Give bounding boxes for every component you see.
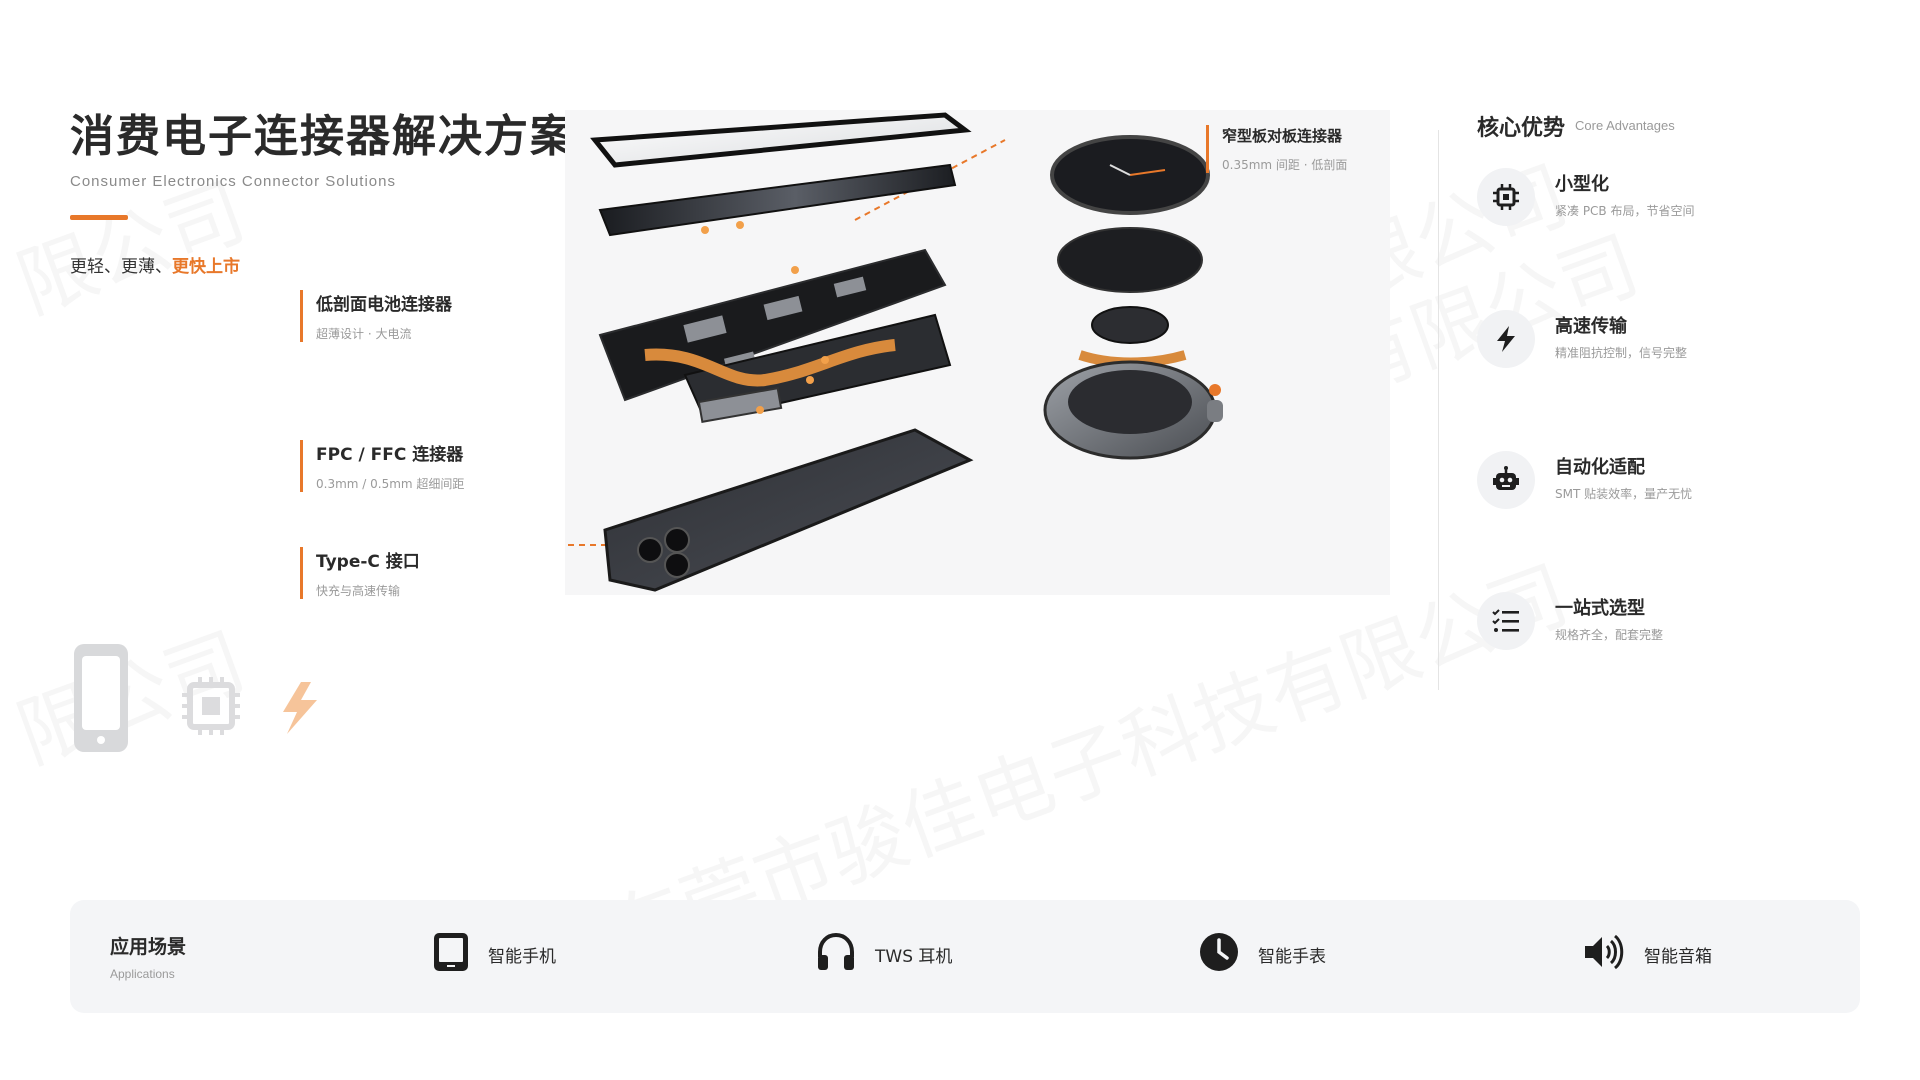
watch-pcb: [1057, 227, 1203, 293]
application-label: 智能手表: [1258, 946, 1326, 967]
page-subtitle: Consumer Electronics Connector Solutions: [70, 173, 396, 190]
robot-icon: [1477, 451, 1535, 509]
exploded-view-graphic: [424, 112, 1223, 592]
phone-outline-icon: [74, 644, 128, 752]
typec-module: [697, 387, 783, 423]
callout-title: 低剖面电池连接器: [316, 295, 452, 315]
tagline: 更轻、更薄、更快上市: [70, 252, 240, 277]
phone-glass: [590, 112, 972, 168]
advantage-item-one-stop: 一站式选型 规格齐全，配套完整: [1477, 592, 1877, 656]
advantage-title: 一站式选型: [1555, 598, 1645, 619]
speaker-icon: [1582, 931, 1626, 978]
application-smart-speaker: 智能音箱: [1582, 932, 1712, 976]
phone-back: [603, 428, 974, 592]
advantages-title: 核心优势: [1477, 116, 1566, 141]
advantage-item-automation: 自动化适配 SMT 贴装效率，量产无忧: [1477, 451, 1877, 515]
camera-module: [637, 527, 690, 578]
callout-subtitle: 0.3mm / 0.5mm 超细间距: [316, 477, 465, 491]
applications-title: 应用场景: [110, 936, 187, 958]
advantage-subtitle: 精准阻抗控制，信号完整: [1555, 346, 1688, 360]
watch-battery: [1091, 306, 1169, 344]
tablet-icon: [432, 931, 470, 978]
callout-subtitle: 0.35mm 间距 · 低剖面: [1222, 158, 1348, 172]
column-divider: [1438, 130, 1439, 690]
application-smartwatch: 智能手表: [1198, 932, 1326, 976]
applications-title-en: Applications: [110, 967, 175, 981]
checklist-icon: [1477, 592, 1535, 650]
decorative-icon-row: [72, 642, 332, 762]
callout-typec: Type-C 接口 快充与高速传输: [300, 547, 420, 599]
tagline-prefix: 更轻、更薄、: [70, 257, 172, 277]
callout-title: Type-C 接口: [316, 552, 420, 572]
advantages-title-en: Core Advantages: [1575, 118, 1675, 133]
advantage-title: 自动化适配: [1555, 457, 1645, 478]
advantage-subtitle: 规格齐全，配套完整: [1555, 628, 1664, 642]
phone-screen: [598, 163, 957, 237]
headphones-icon: [815, 931, 857, 978]
tagline-highlight: 更快上市: [172, 257, 240, 277]
callout-title: 窄型板对板连接器: [1222, 127, 1343, 145]
advantage-title: 小型化: [1555, 174, 1609, 195]
advantage-title: 高速传输: [1555, 316, 1627, 337]
applications-panel: 应用场景 Applications 智能手机 TWS 耳机: [70, 900, 1860, 1013]
lightning-outline-icon: [283, 682, 317, 734]
chip-icon: [1477, 168, 1535, 226]
application-smartphone: 智能手机: [432, 932, 556, 976]
callout-fpc-connector: FPC / FFC 连接器 0.3mm / 0.5mm 超细间距: [300, 440, 464, 492]
application-tws-earbuds: TWS 耳机: [815, 932, 952, 976]
application-label: TWS 耳机: [875, 946, 953, 967]
advantage-item-miniaturization: 小型化 紧凑 PCB 布局，节省空间: [1477, 168, 1877, 232]
title-accent-bar: [70, 215, 128, 220]
callout-title: FPC / FFC 连接器: [316, 445, 464, 465]
chip-outline-icon: [182, 677, 240, 735]
page-title: 消费电子连接器解决方案: [70, 111, 576, 162]
callout-subtitle: 超薄设计 · 大电流: [316, 327, 412, 341]
clock-icon: [1198, 931, 1240, 978]
application-label: 智能手机: [488, 946, 556, 967]
advantage-subtitle: SMT 贴装效率，量产无忧: [1555, 487, 1693, 501]
callout-subtitle: 快充与高速传输: [316, 584, 401, 598]
advantage-item-high-speed: 高速传输 精准阻抗控制，信号完整: [1477, 310, 1877, 374]
callout-board-to-board: 窄型板对板连接器 0.35mm 间距 · 低剖面: [1206, 125, 1347, 173]
callout-battery-connector: 低剖面电池连接器 超薄设计 · 大电流: [300, 290, 452, 342]
lightning-icon: [1477, 310, 1535, 368]
exploded-product-illustration: [424, 110, 1390, 595]
application-label: 智能音箱: [1644, 946, 1712, 967]
advantage-subtitle: 紧凑 PCB 布局，节省空间: [1555, 204, 1695, 218]
fpc-flex-cable: [644, 339, 896, 387]
